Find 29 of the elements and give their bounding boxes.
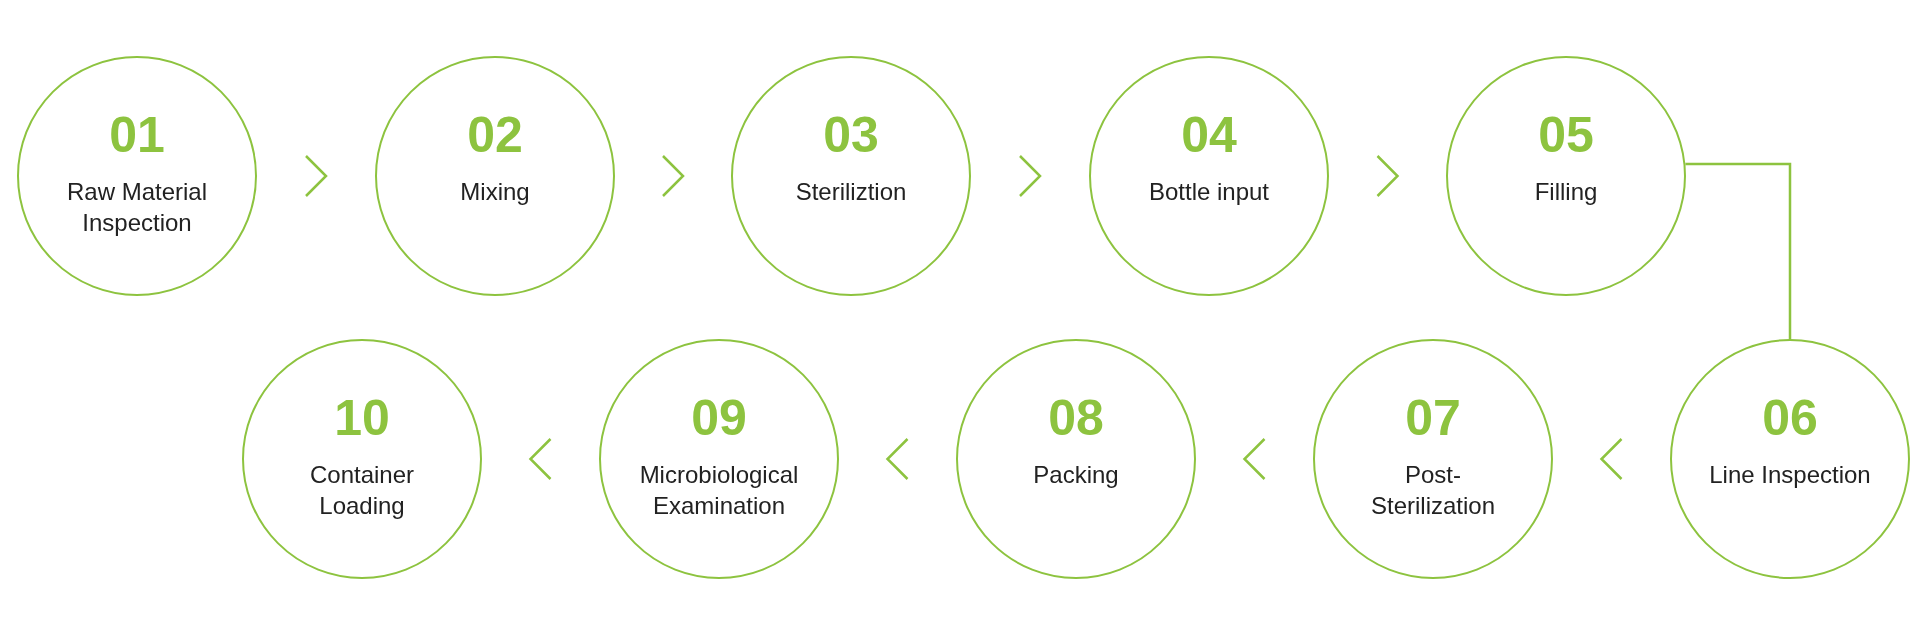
step-number: 09 — [691, 393, 747, 443]
step-number: 08 — [1048, 393, 1104, 443]
step-label: Steriliztion — [794, 177, 908, 207]
connector-line — [1685, 162, 1792, 339]
step-number: 07 — [1405, 393, 1461, 443]
step-number: 01 — [109, 110, 165, 160]
step-number: 05 — [1538, 110, 1594, 160]
step-number: 10 — [334, 393, 390, 443]
step-number: 04 — [1181, 110, 1237, 160]
chevron-arrow — [1019, 155, 1042, 197]
step-label: Post-Sterilization — [1369, 460, 1497, 522]
step-label: Mixing — [459, 177, 531, 207]
chevron-arrow — [305, 155, 328, 197]
step-label: Raw Material Inspection — [65, 177, 208, 239]
chevron-arrow — [662, 155, 685, 197]
step-label: Filling — [1533, 177, 1599, 207]
step-number: 03 — [823, 110, 879, 160]
chevron-arrow — [1599, 438, 1623, 480]
chevron-arrow — [1376, 155, 1400, 197]
step-label: Line Inspection — [1708, 460, 1872, 490]
chevron-arrow — [885, 438, 909, 480]
step-label: Container Loading — [308, 460, 416, 522]
step-label: Packing — [1032, 460, 1120, 490]
step-label: Bottle input — [1147, 177, 1271, 207]
step-label: Microbiological Examination — [638, 460, 800, 522]
step-number: 06 — [1762, 393, 1818, 443]
step-number: 02 — [467, 110, 523, 160]
chevron-arrow — [1242, 438, 1266, 480]
chevron-arrow — [528, 438, 552, 480]
